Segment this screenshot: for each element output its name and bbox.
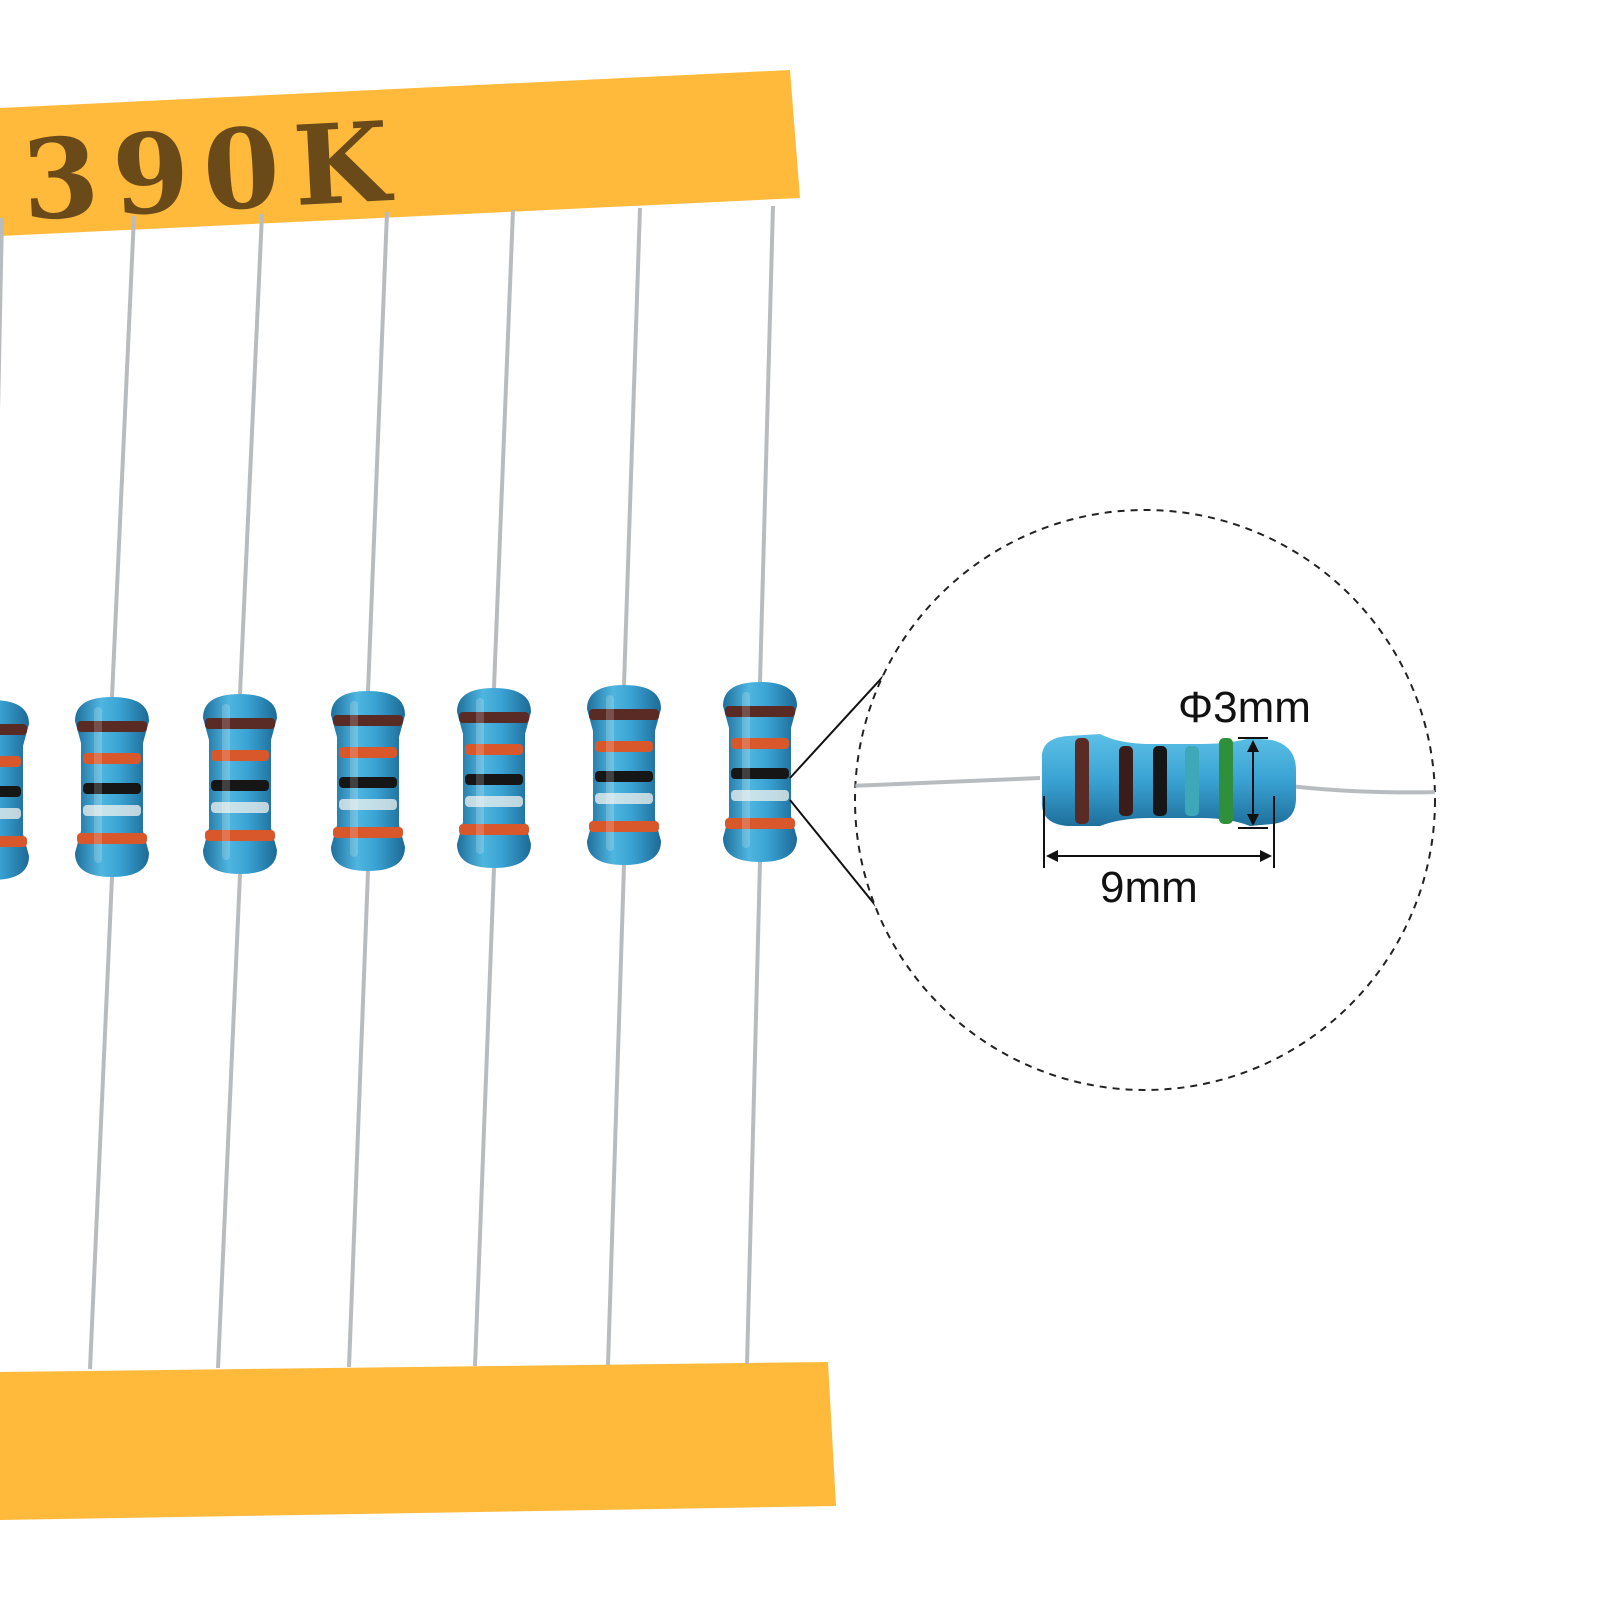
resistor-band — [0, 724, 27, 735]
resistor-band — [725, 706, 795, 717]
zoom-band — [1219, 738, 1233, 824]
resistor-band — [459, 712, 529, 723]
resistor-band — [205, 830, 275, 841]
resistor-band — [731, 738, 789, 749]
resistor-highlight — [350, 701, 358, 857]
resistor-lead-top — [492, 209, 515, 689]
resistor-band — [0, 786, 21, 797]
zoom-band — [1119, 746, 1133, 816]
resistor-highlight — [606, 695, 614, 851]
zoom-callout: Φ3mm 9mm — [789, 509, 1436, 1091]
resistor-6 — [587, 207, 661, 1366]
zoom-band — [1075, 738, 1089, 824]
diameter-label: Φ3mm — [1178, 683, 1311, 732]
resistor-band — [333, 715, 403, 726]
resistor-5 — [457, 209, 531, 1367]
resistor-3 — [203, 213, 277, 1369]
resistor-band — [339, 747, 397, 758]
resistor-band — [589, 821, 659, 832]
resistor-lead-top — [622, 207, 642, 686]
resistor-4 — [331, 211, 405, 1368]
length-label: 9mm — [1100, 863, 1198, 912]
resistor-1 — [0, 217, 29, 880]
resistor-band — [595, 793, 653, 804]
resistor-band — [465, 796, 523, 807]
resistor-band — [83, 783, 141, 794]
resistor-band — [83, 805, 141, 816]
diameter-arrow-up — [1247, 740, 1259, 752]
resistor-band — [731, 790, 789, 801]
zoom-lead-left — [855, 776, 1041, 788]
resistor-lead-top — [366, 211, 389, 692]
resistor-band — [333, 827, 403, 838]
resistor-highlight — [222, 704, 230, 860]
resistor-highlight — [476, 698, 484, 854]
resistor-lead-bottom — [88, 876, 114, 1370]
resistor-band — [459, 824, 529, 835]
resistor-7 — [723, 205, 797, 1365]
bottom-tape — [0, 1362, 836, 1520]
resistor-2 — [75, 215, 149, 1370]
resistor-band — [731, 768, 789, 779]
resistor-band — [595, 741, 653, 752]
resistor-lead-top — [0, 217, 4, 411]
zoom-band — [1185, 746, 1199, 816]
resistor-row — [0, 205, 797, 1370]
resistor-band — [77, 721, 147, 732]
resistor-band — [0, 808, 21, 819]
resistor-lead-bottom — [473, 867, 496, 1367]
resistor-lead-top — [110, 215, 136, 698]
resistor-band — [205, 718, 275, 729]
resistor-band — [595, 771, 653, 782]
top-tape — [0, 70, 800, 236]
resistor-band — [589, 709, 659, 720]
zoom-resistor — [855, 734, 1435, 826]
length-arrow-right — [1260, 850, 1272, 862]
resistor-band — [211, 802, 269, 813]
resistor-highlight — [94, 707, 102, 863]
resistor-band — [0, 836, 27, 847]
tape-label: 390K — [19, 96, 406, 245]
resistor-band — [83, 753, 141, 764]
resistor-highlight — [742, 692, 750, 848]
resistor-lead-bottom — [216, 873, 242, 1369]
diameter-arrow-down — [1247, 814, 1259, 826]
resistor-band — [725, 818, 795, 829]
resistor-band — [211, 780, 269, 791]
resistor-band — [0, 756, 21, 767]
resistor-lead-top — [238, 213, 264, 695]
zoom-band — [1153, 746, 1167, 816]
resistor-lead-bottom — [606, 864, 626, 1366]
resistor-band — [339, 799, 397, 810]
resistor-lead-top — [758, 205, 775, 683]
resistor-band — [77, 833, 147, 844]
resistor-band — [465, 744, 523, 755]
length-arrow-left — [1046, 850, 1058, 862]
resistor-band — [339, 777, 397, 788]
resistor-lead-bottom — [347, 870, 370, 1368]
resistor-lead-bottom — [745, 861, 762, 1365]
resistor-band — [465, 774, 523, 785]
resistor-band — [211, 750, 269, 761]
zoom-lead-right — [1289, 784, 1435, 795]
